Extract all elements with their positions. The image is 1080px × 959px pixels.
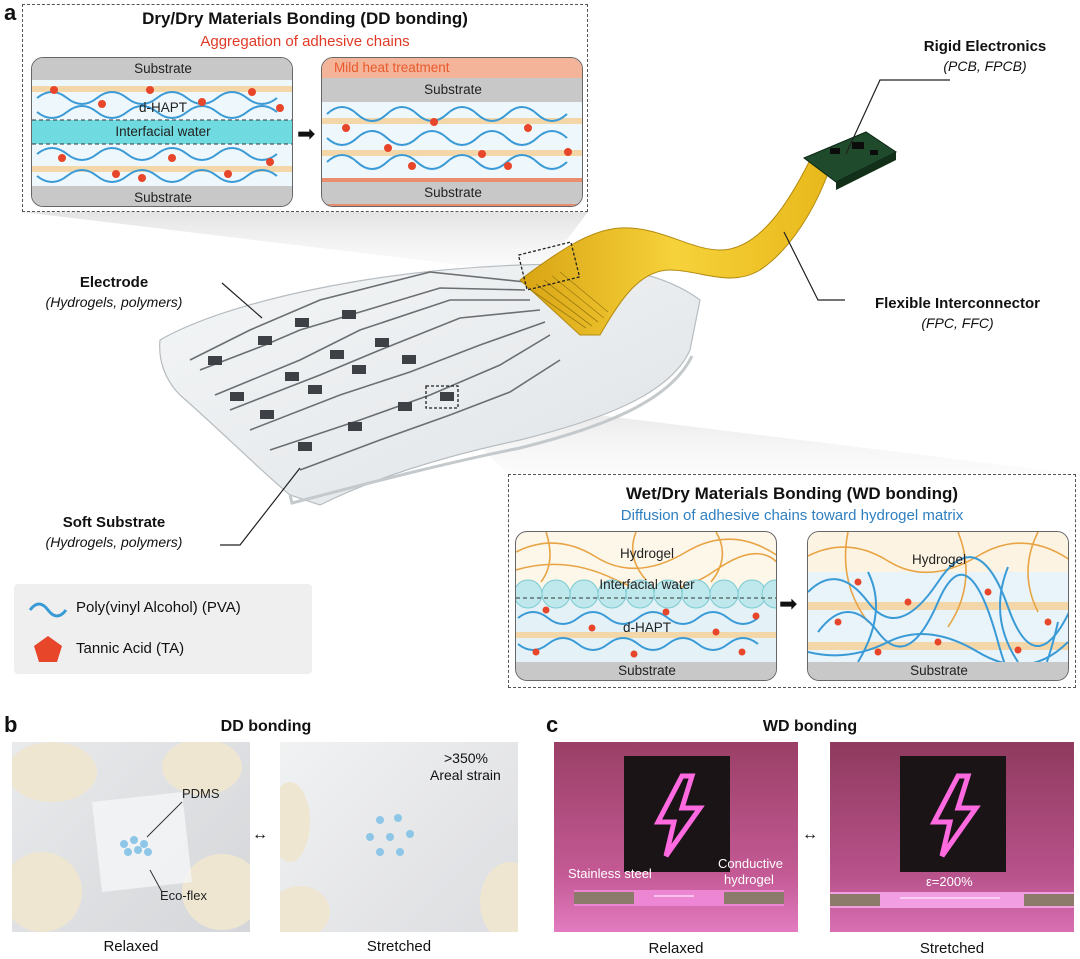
dd-left-substrate-top: Substrate	[134, 61, 192, 76]
electrode-title: Electrode	[79, 274, 149, 291]
wd-box-subtitle: Diffusion of adhesive chains toward hydr…	[620, 507, 964, 524]
device-illustration	[22, 79, 1076, 546]
fpc-zoom-marker	[517, 241, 581, 291]
rigid-electronics-title: Rigid Electronics	[923, 38, 1047, 55]
dd-box-subtitle: Aggregation of adhesive chains	[200, 33, 410, 50]
wd-left-hydrogel: Hydrogel	[619, 546, 675, 561]
legend-box: Poly(vinyl Alcohol) (PVA) Tannic Acid (T…	[14, 584, 312, 674]
panel-c-title: WD bonding	[762, 718, 858, 735]
wd-relaxed-photo: Stainless steel Conductive hydrogel	[554, 742, 798, 932]
soft-substrate-sheet	[159, 263, 701, 506]
dd-relaxed-caption: Relaxed	[103, 938, 159, 955]
dd-arrow-icon: ➡	[297, 121, 316, 146]
wd-left-substrate: Substrate	[618, 663, 676, 678]
flexible-interconnector-title: Flexible Interconnector	[874, 295, 1041, 312]
soft-substrate-label: Soft Substrate (Hydrogels, polymers)	[14, 514, 214, 550]
wd-left-dhapt: d-HAPT	[622, 620, 671, 635]
soft-substrate-subtitle: (Hydrogels, polymers)	[45, 534, 183, 550]
strain-line1: >350%	[444, 750, 488, 766]
dd-stretched-photo: >350% Areal strain	[280, 742, 518, 932]
wd-left-interfacial-water: Interfacial water	[599, 577, 695, 592]
rigid-electronics-label: Rigid Electronics (PCB, FPCB)	[900, 38, 1070, 74]
electrode-subtitle: (Hydrogels, polymers)	[45, 294, 183, 310]
wd-right-pane: Hydrogel Substrate	[807, 531, 1069, 681]
dd-stretched-caption: Stretched	[366, 938, 432, 955]
rigid-electronics-subtitle: (PCB, FPCB)	[943, 58, 1027, 74]
wd-right-graphic	[808, 532, 1068, 680]
dd-left-interfacial-water: Interfacial water	[115, 124, 211, 139]
wd-left-graphic	[516, 532, 776, 680]
fpc-lines	[527, 271, 609, 329]
dd-left-substrate-bottom: Substrate	[134, 190, 192, 205]
dd-double-arrow-icon: ↔	[252, 826, 268, 843]
electrode-label: Electrode (Hydrogels, polymers)	[14, 274, 214, 310]
dd-relaxed-graphic	[12, 742, 250, 932]
strain-line2: Areal strain	[430, 767, 501, 783]
pdms-label: PDMS	[182, 786, 220, 801]
ta-legend-icon	[34, 636, 62, 662]
wd-stretched-caption: Stretched	[919, 940, 985, 957]
ta-legend-label: Tannic Acid (TA)	[76, 640, 185, 657]
dd-right-heat: Mild heat treatment	[334, 60, 450, 75]
pcb-board	[803, 131, 897, 190]
dd-right-graphic	[322, 58, 582, 206]
wd-right-substrate: Substrate	[910, 663, 968, 678]
conductive-line2: hydrogel	[724, 872, 774, 887]
wd-stretched-graphic	[830, 756, 1074, 908]
pva-legend-icon	[28, 602, 68, 618]
dd-stretched-graphic	[280, 782, 518, 932]
wd-arrow-icon: ➡	[779, 591, 798, 616]
dd-left-graphic	[32, 58, 292, 206]
ecoflex-label: Eco-flex	[160, 888, 207, 903]
electrode-traces	[189, 271, 561, 471]
dd-box-title: Dry/Dry Materials Bonding (DD bonding)	[142, 9, 468, 28]
dd-relaxed-photo: PDMS Eco-flex	[12, 742, 250, 932]
wd-relaxed-caption: Relaxed	[648, 940, 704, 957]
callout-lines	[220, 79, 950, 546]
stainless-steel-label: Stainless steel	[568, 866, 652, 881]
wd-stretched-photo: ε=200%	[830, 742, 1074, 932]
dd-left-pane: Substrate d-HAPT Interfacial water Subst…	[31, 57, 293, 207]
panel-a-letter: a	[4, 0, 17, 25]
electrode-pads	[208, 310, 454, 451]
dd-left-dhapt: d-HAPT	[138, 100, 187, 115]
wd-double-arrow-icon: ↔	[802, 826, 818, 843]
soft-substrate-title: Soft Substrate	[62, 514, 166, 531]
strain-200-label: ε=200%	[926, 874, 973, 889]
panel-b-letter: b	[4, 712, 18, 737]
wd-bonding-box: Wet/Dry Materials Bonding (WD bonding) D…	[508, 474, 1076, 688]
wd-box-title: Wet/Dry Materials Bonding (WD bonding)	[625, 484, 959, 503]
panel-c-letter: c	[546, 712, 559, 737]
conductive-line1: Conductive	[718, 856, 784, 871]
electrode-zoom-marker	[425, 385, 459, 409]
wd-right-hydrogel: Hydrogel	[911, 552, 967, 567]
dd-zoom-cone	[22, 212, 588, 272]
dd-right-substrate-top: Substrate	[424, 82, 482, 97]
dd-right-pane: Mild heat treatment Substrate Substrate	[321, 57, 583, 207]
dd-right-substrate-bottom: Substrate	[424, 185, 482, 200]
flexible-interconnector-label: Flexible Interconnector (FPC, FFC)	[850, 295, 1065, 331]
wd-relaxed-graphic	[574, 756, 784, 906]
panel-b-title: DD bonding	[220, 718, 312, 735]
flexible-interconnector-subtitle: (FPC, FFC)	[921, 315, 994, 331]
substrate-edge	[288, 355, 694, 505]
pva-legend-label: Poly(vinyl Alcohol) (PVA)	[76, 599, 241, 616]
wd-left-pane: Hydrogel Interfacial water d-HAPT Substr…	[515, 531, 777, 681]
dd-bonding-box: Dry/Dry Materials Bonding (DD bonding) A…	[22, 4, 588, 212]
